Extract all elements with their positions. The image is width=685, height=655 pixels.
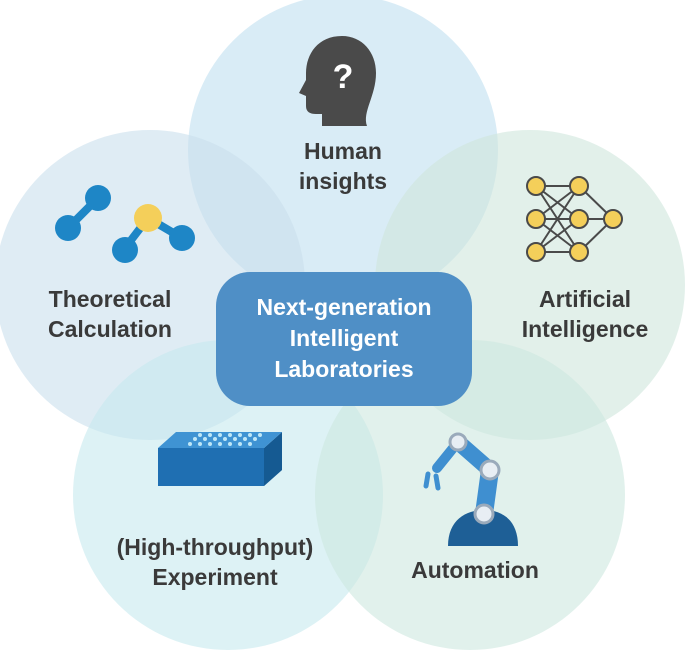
neural-network-icon <box>526 176 623 262</box>
center-line: Next-generation <box>256 294 432 320</box>
label-theoretical-calculation: Theoretical Calculation <box>30 284 190 344</box>
label-line: Intelligence <box>521 316 649 342</box>
label-experiment: (High-throughput) Experiment <box>95 532 335 592</box>
human-head-question-icon: ? <box>299 36 376 126</box>
label-line: Human <box>304 138 382 164</box>
petal-experiment <box>73 340 383 650</box>
label-artificial-intelligence: Artificial Intelligence <box>505 284 665 344</box>
label-line: insights <box>298 168 388 194</box>
label-human-insights: Human insights <box>278 136 408 196</box>
center-label: Next-generation Intelligent Laboratories <box>216 292 472 385</box>
label-line: Calculation <box>48 316 172 342</box>
label-line: Artificial <box>538 286 632 312</box>
center-line: Laboratories <box>274 356 414 382</box>
label-line: Automation <box>411 557 539 583</box>
label-line: Theoretical <box>48 286 172 312</box>
center-box <box>216 272 472 406</box>
molecule-icon <box>55 185 195 263</box>
petal-automation <box>315 340 625 650</box>
label-line: Experiment <box>152 564 278 590</box>
center-line: Intelligent <box>289 325 399 351</box>
robot-arm-icon <box>423 432 518 546</box>
well-plate-icon <box>158 432 282 486</box>
question-mark: ? <box>333 58 354 96</box>
label-line: (High-throughput) <box>116 534 314 560</box>
label-automation: Automation <box>395 555 555 585</box>
